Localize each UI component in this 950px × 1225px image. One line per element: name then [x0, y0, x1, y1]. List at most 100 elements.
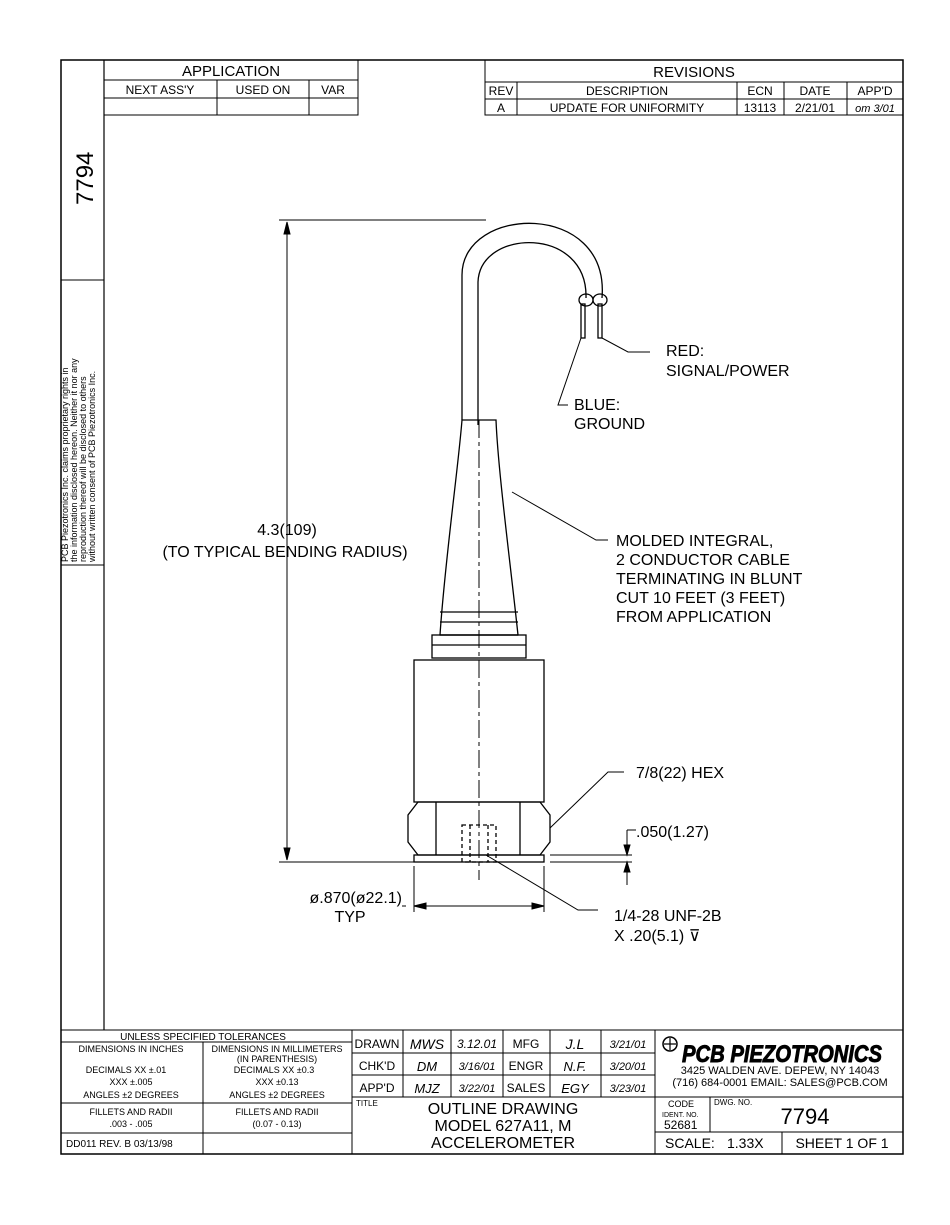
diameter-callout: ø.870(ø22.1) [310, 890, 402, 907]
svg-text:MJZ: MJZ [414, 1081, 440, 1096]
svg-text:(IN PARENTHESIS): (IN PARENTHESIS) [237, 1054, 317, 1064]
dwg-number: 7794 [781, 1104, 830, 1129]
company-address: 3425 WALDEN AVE. DEPEW, NY 14043 [681, 1065, 880, 1077]
svg-text:TERMINATING IN BLUNT: TERMINATING IN BLUNT [616, 571, 803, 588]
cable-note: MOLDED INTEGRAL, 2 CONDUCTOR CABLE TERMI… [616, 533, 803, 626]
proprietary-notice: PCB Piezotronics Inc. claims proprietary… [60, 358, 97, 563]
dwg-label: DWG. NO. [714, 1098, 752, 1107]
company-contact: (716) 684-0001 EMAIL: SALES@PCB.COM [672, 1077, 887, 1089]
svg-text:CHK'D: CHK'D [359, 1059, 396, 1073]
blue-wire-function: GROUND [574, 416, 645, 433]
scale-value: 1.33X [727, 1135, 764, 1151]
signoff-row-approved: APP'D MJZ 3/22/01 SALES EGY 3/23/01 [360, 1081, 647, 1096]
application-title: APPLICATION [182, 63, 280, 80]
red-wire [597, 303, 603, 339]
svg-text:EGY: EGY [561, 1081, 590, 1096]
svg-text:ANGLES ±2 DEGREES: ANGLES ±2 DEGREES [83, 1090, 178, 1100]
red-wire-function: SIGNAL/POWER [666, 363, 790, 380]
company-logo: PCB PIEZOTRONICS [662, 1036, 882, 1068]
svg-text:ANGLES ±2 DEGREES: ANGLES ±2 DEGREES [229, 1090, 324, 1100]
date-value: 2/21/01 [795, 101, 835, 115]
svg-text:SALES: SALES [507, 1081, 546, 1095]
red-wire-label: RED: [666, 343, 704, 360]
svg-text:APP'D: APP'D [360, 1081, 395, 1095]
title-line-2: MODEL 627A11, M [435, 1118, 572, 1135]
dimension-lines [279, 219, 650, 912]
svg-text:MWS: MWS [410, 1036, 445, 1052]
application-table [103, 59, 359, 116]
mm-tolerances: DIMENSIONS IN MILLIMETERS (IN PARENTHESI… [211, 1044, 342, 1129]
description-header: DESCRIPTION [586, 84, 668, 98]
ecn-value: 13113 [744, 101, 777, 115]
tolerances-title: UNLESS SPECIFIED TOLERANCES [120, 1032, 286, 1043]
length-note: (TO TYPICAL BENDING RADIUS) [162, 544, 407, 561]
svg-text:3.12.01: 3.12.01 [457, 1037, 497, 1051]
svg-text:DECIMALS XX ±.01: DECIMALS XX ±.01 [86, 1065, 166, 1075]
svg-text:3/20/01: 3/20/01 [610, 1061, 647, 1073]
svg-text:N.F.: N.F. [564, 1059, 587, 1074]
scale-label: SCALE: [665, 1135, 715, 1151]
appd-header: APP'D [858, 84, 893, 98]
svg-text:PCB Piezotronics Inc. claims p: PCB Piezotronics Inc. claims proprietary… [60, 367, 70, 562]
svg-text:DRAWN: DRAWN [355, 1037, 400, 1051]
svg-text:FROM APPLICATION: FROM APPLICATION [616, 609, 771, 626]
ecn-header: ECN [747, 84, 772, 98]
conductor-end-2 [592, 293, 608, 307]
col-used-on: USED ON [236, 83, 291, 97]
svg-text:DIMENSIONS IN MILLIMETERS: DIMENSIONS IN MILLIMETERS [211, 1044, 342, 1054]
revisions-title: REVISIONS [653, 64, 735, 81]
logo-mark-detail-icon [664, 1038, 676, 1050]
svg-text:without written consent of PCB: without written consent of PCB Piezotron… [87, 371, 97, 563]
hex-callout: 7/8(22) HEX [636, 765, 724, 782]
rev-header: REV [489, 84, 514, 98]
title-line-1: OUTLINE DRAWING [428, 1101, 579, 1118]
svg-text:3/22/01: 3/22/01 [459, 1083, 496, 1095]
svg-text:XXX ±0.13: XXX ±0.13 [256, 1077, 299, 1087]
svg-text:reproduction thereof will be d: reproduction thereof will be disclosed t… [78, 376, 88, 562]
gap-callout: .050(1.27) [636, 824, 709, 841]
svg-text:XXX ±.005: XXX ±.005 [110, 1077, 153, 1087]
col-var: VAR [321, 83, 345, 97]
revisions-table [484, 59, 904, 116]
blue-wire-label: BLUE: [574, 397, 620, 414]
sheet-number: SHEET 1 OF 1 [795, 1135, 888, 1151]
logo-mark-icon [662, 1036, 678, 1052]
svg-text:MFG: MFG [513, 1037, 540, 1051]
side-drawing-number: 7794 [72, 152, 99, 205]
date-header: DATE [799, 84, 830, 98]
inch-tolerances: DIMENSIONS IN INCHES DECIMALS XX ±.01 XX… [78, 1044, 183, 1129]
svg-text:MOLDED INTEGRAL,: MOLDED INTEGRAL, [616, 533, 773, 550]
svg-text:3/21/01: 3/21/01 [610, 1039, 647, 1051]
svg-text:DIMENSIONS IN INCHES: DIMENSIONS IN INCHES [78, 1044, 183, 1054]
form-id: DD011 REV. B 03/13/98 [66, 1139, 173, 1150]
diameter-typ: TYP [334, 909, 365, 926]
accelerometer-outline [407, 222, 608, 863]
svg-text:DECIMALS XX ±0.3: DECIMALS XX ±0.3 [234, 1065, 314, 1075]
svg-text:.003 - .005: .003 - .005 [109, 1119, 152, 1129]
signoff-row-checked: CHK'D DM 3/16/01 ENGR N.F. 3/20/01 [359, 1059, 647, 1074]
col-next-assy: NEXT ASS'Y [126, 83, 195, 97]
title-block-grid [61, 1029, 903, 1154]
cable-hook-inner [477, 242, 587, 425]
svg-text:3/23/01: 3/23/01 [610, 1083, 647, 1095]
title-label: TITLE [356, 1099, 378, 1108]
svg-text:3/16/01: 3/16/01 [459, 1061, 496, 1073]
description-value: UPDATE FOR UNIFORMITY [550, 101, 704, 115]
svg-text:PCB PIEZOTRONICS: PCB PIEZOTRONICS [682, 1041, 882, 1068]
rev-value: A [497, 101, 505, 115]
blue-wire [580, 303, 586, 339]
sheet-border [60, 59, 904, 1155]
svg-text:the information disclosed here: the information disclosed hereon. Neithe… [69, 358, 79, 562]
svg-text:FILLETS AND RADII: FILLETS AND RADII [235, 1107, 318, 1117]
svg-text:CUT 10 FEET (3 FEET): CUT 10 FEET (3 FEET) [616, 590, 785, 607]
appd-value: om 3/01 [855, 103, 895, 115]
code-sub-label: IDENT. NO. [662, 1112, 699, 1119]
code-label: CODE [668, 1099, 694, 1109]
cable-hook [461, 222, 603, 420]
svg-text:DM: DM [417, 1059, 437, 1074]
svg-text:ENGR: ENGR [509, 1059, 544, 1073]
svg-text:(0.07 - 0.13): (0.07 - 0.13) [252, 1119, 301, 1129]
svg-text:J.L: J.L [565, 1036, 585, 1052]
thread-depth: X .20(5.1) ⊽ [614, 928, 700, 945]
